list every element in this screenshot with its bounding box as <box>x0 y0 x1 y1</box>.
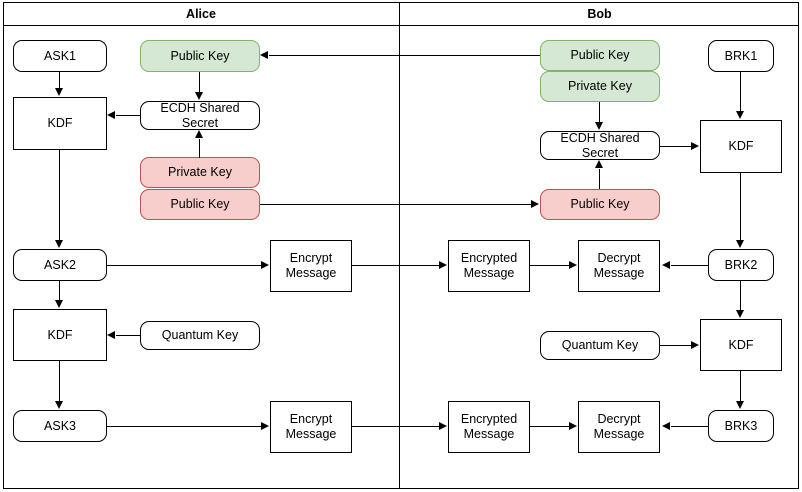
arrowhead-encrypt2-to-encrypted2 <box>439 422 447 430</box>
node-alice-public-key[interactable]: Public Key <box>140 189 260 220</box>
arrowhead-bob-privatekey-to-ecdh <box>595 122 603 130</box>
edge-kdf2-to-ask3 <box>59 361 61 401</box>
edge-brk2-to-kdf2 <box>740 281 742 310</box>
node-bob-brk2[interactable]: BRK2 <box>708 249 774 281</box>
edge-encrypted1-to-decrypt1 <box>530 265 569 267</box>
edge-ask2-to-kdf2 <box>59 281 61 300</box>
arrowhead-ecdh-to-kdf1 <box>107 111 115 119</box>
edge-ecdh-to-kdf1 <box>116 115 141 117</box>
edge-brk2-to-decrypt1 <box>671 265 708 267</box>
lane-title-alice: Alice <box>186 7 216 21</box>
node-alice-ask3[interactable]: ASK3 <box>13 410 107 442</box>
node-alice-ask1[interactable]: ASK1 <box>13 40 107 72</box>
arrowhead-kdf1-to-ask2 <box>55 240 63 248</box>
arrowhead-brk3-to-decrypt2 <box>662 422 670 430</box>
node-bob-quantum-key[interactable]: Quantum Key <box>540 331 660 360</box>
node-bob-kdf-2[interactable]: KDF <box>700 319 782 371</box>
node-bob-kdf-1[interactable]: KDF <box>700 120 782 173</box>
node-bob-ecdh-shared-secret[interactable]: ECDH Shared Secret <box>540 131 660 160</box>
arrowhead-bob-quantumkey-to-kdf2 <box>691 341 699 349</box>
arrowhead-ask2-to-kdf2 <box>55 300 63 308</box>
lane-divider <box>399 2 400 489</box>
edge-bob-quantumkey-to-kdf2 <box>660 345 691 347</box>
arrowhead-encrypted1-to-decrypt1 <box>569 261 577 269</box>
node-alice-private-key[interactable]: Private Key <box>140 157 260 188</box>
edge-bob-kdf2-to-brk3 <box>740 371 742 401</box>
arrowhead-bob-kdf1-to-brk2 <box>736 240 744 248</box>
arrowhead-ask3-to-encrypt2 <box>261 422 269 430</box>
node-bob-private-key[interactable]: Private Key <box>540 71 660 102</box>
edge-bob-publickey-to-alice-publickey <box>269 55 540 57</box>
edge-encrypt1-to-encrypted1 <box>352 265 439 267</box>
arrowhead-brk2-to-decrypt1 <box>662 261 670 269</box>
node-alice-kdf-2[interactable]: KDF <box>13 309 107 361</box>
arrowhead-bob-kdf2-to-brk3 <box>736 401 744 409</box>
arrowhead-encrypt1-to-encrypted1 <box>439 261 447 269</box>
node-alice-quantum-key[interactable]: Quantum Key <box>140 321 260 350</box>
arrowhead-ask1-to-kdf1 <box>55 88 63 96</box>
arrowhead-bob-peerpublickey-to-ecdh <box>595 160 603 168</box>
node-bob-decrypt-message-2[interactable]: Decrypt Message <box>578 401 660 453</box>
edge-alice-privatekey-to-ecdh <box>199 139 201 158</box>
edge-ask1-to-kdf1 <box>59 72 61 89</box>
node-bob-decrypt-message-1[interactable]: Decrypt Message <box>578 240 660 292</box>
arrowhead-brk1-to-kdf1 <box>736 111 744 119</box>
node-alice-kdf-1[interactable]: KDF <box>13 97 107 150</box>
edge-kdf1-to-ask2 <box>59 150 61 240</box>
edge-alice-quantumkey-to-kdf2 <box>116 335 141 337</box>
node-bob-encrypted-message-2[interactable]: Encrypted Message <box>448 401 530 453</box>
edge-bob-peerpublickey-to-ecdh <box>599 169 601 189</box>
edge-alice-publickey-to-ecdh <box>199 72 201 92</box>
edge-encrypt2-to-encrypted2 <box>352 426 439 428</box>
edge-bob-privatekey-to-ecdh <box>599 102 601 122</box>
node-bob-encrypted-message-1[interactable]: Encrypted Message <box>448 240 530 292</box>
arrowhead-kdf2-to-ask3 <box>55 401 63 409</box>
node-bob-public-key[interactable]: Public Key <box>540 40 660 71</box>
node-alice-ask2[interactable]: ASK2 <box>13 249 107 281</box>
arrowhead-alice-privatekey-to-ecdh <box>195 130 203 138</box>
edge-ask3-to-encrypt2 <box>107 426 261 428</box>
arrowhead-alice-quantumkey-to-kdf2 <box>107 331 115 339</box>
node-alice-encrypt-message-2[interactable]: Encrypt Message <box>270 401 352 453</box>
edge-bob-ecdh-to-kdf1 <box>660 146 691 148</box>
node-bob-brk1[interactable]: BRK1 <box>708 40 774 72</box>
lane-title-bob: Bob <box>587 7 612 21</box>
arrowhead-alice-publickey-to-bob-publickey <box>531 200 539 208</box>
arrowhead-alice-publickey-to-ecdh <box>195 92 203 100</box>
node-alice-encrypt-message-1[interactable]: Encrypt Message <box>270 240 352 292</box>
edge-alice-publickey-to-bob-publickey <box>260 204 531 206</box>
edge-bob-kdf1-to-brk2 <box>740 173 742 240</box>
diagram-frame <box>3 2 799 489</box>
arrowhead-bob-ecdh-to-kdf1 <box>691 142 699 150</box>
node-bob-brk3[interactable]: BRK3 <box>708 410 774 442</box>
edge-encrypted2-to-decrypt2 <box>530 426 569 428</box>
arrowhead-encrypted2-to-decrypt2 <box>569 422 577 430</box>
arrowhead-brk2-to-kdf2 <box>736 310 744 318</box>
edge-brk3-to-decrypt2 <box>671 426 708 428</box>
edge-ask2-to-encrypt1 <box>107 265 261 267</box>
node-bob-peer-public-key[interactable]: Public Key <box>540 189 660 220</box>
node-alice-ecdh-shared-secret[interactable]: ECDH Shared Secret <box>140 101 260 130</box>
edge-brk1-to-kdf1 <box>740 72 742 111</box>
header-divider <box>3 25 799 26</box>
node-alice-peer-public-key[interactable]: Public Key <box>140 40 260 72</box>
arrowhead-bob-publickey-to-alice-publickey <box>260 51 268 59</box>
arrowhead-ask2-to-encrypt1 <box>261 261 269 269</box>
